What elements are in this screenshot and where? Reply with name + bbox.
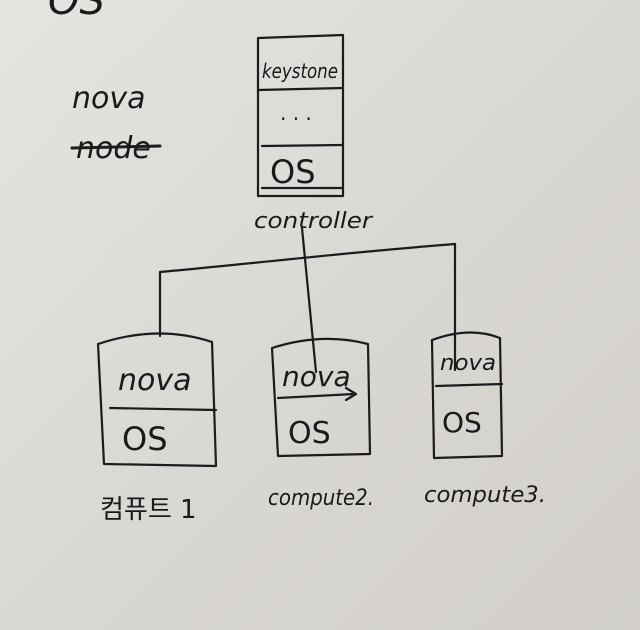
compute1-divider [110,408,216,410]
compute-node-3: nova OS compute3. [424,332,546,508]
heading-text: OS [48,0,105,24]
compute1-label: 컴퓨트 1 [100,495,197,525]
compute2-nova-text: nova [282,360,351,393]
controller-keystone-text: keystone [262,59,338,83]
compute3-nova-text: nova [440,351,496,376]
legend-nova: nova [72,81,146,116]
compute1-nova-text: nova [118,363,192,398]
compute3-os-text: OS [442,406,482,439]
connector-controller-to-compute2 [302,228,316,372]
compute2-os-text: OS [288,416,331,451]
controller-ellipsis-text: . . . [280,101,312,125]
connectors [160,228,455,372]
controller-divider-2 [262,145,343,146]
compute-node-2: nova OS compute2. [268,339,374,511]
legend-strikethrough [72,146,160,148]
compute2-divider [278,394,354,398]
compute2-label: compute2. [268,486,374,511]
compute3-label: compute3. [424,483,546,508]
controller-label: controller [254,209,374,234]
compute-node-1: nova OS 컴퓨트 1 [98,333,216,525]
controller-node: keystone . . . OS controller [254,35,374,234]
controller-divider-1 [258,88,343,90]
compute1-os-text: OS [122,420,168,458]
compute3-divider [436,384,502,386]
connector-horizontal-bus [160,244,455,272]
controller-os-text: OS [270,153,316,191]
